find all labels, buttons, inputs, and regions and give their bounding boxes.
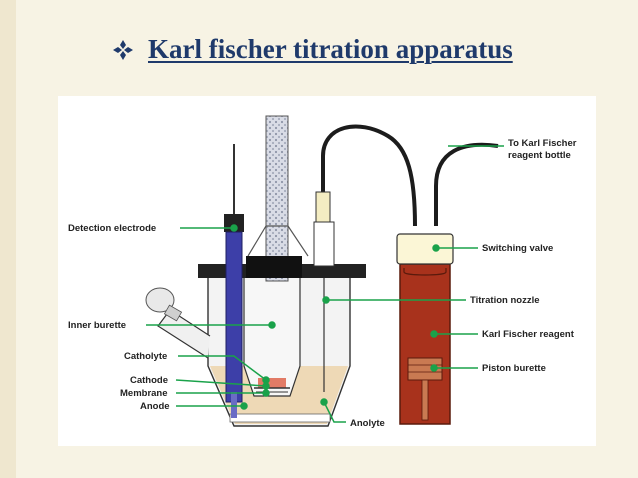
- title-row: Karl fischer titration apparatus: [112, 34, 513, 65]
- label-to-reagent-bottle-1: To Karl Fischer: [508, 138, 577, 149]
- label-catholyte: Catholyte: [124, 351, 167, 362]
- page-title: Karl fischer titration apparatus: [148, 34, 513, 64]
- label-cathode: Cathode: [130, 375, 168, 386]
- inner-burette-tube: [243, 272, 301, 397]
- titration-nozzle-head: [315, 191, 331, 223]
- label-to-reagent-bottle-2: reagent bottle: [508, 150, 571, 161]
- label-anolyte: Anolyte: [350, 418, 385, 429]
- label-piston-burette: Piston burette: [482, 363, 546, 374]
- four-diamond-bullet-icon: [113, 39, 133, 60]
- label-karl-fischer-reagent: Karl Fischer reagent: [482, 329, 575, 340]
- label-anode: Anode: [140, 401, 170, 412]
- label-titration-nozzle: Titration nozzle: [470, 295, 540, 306]
- reagent-tube-1: [321, 124, 417, 227]
- karl-fischer-diagram: To Karl Fischer reagent bottle Detection…: [68, 115, 577, 429]
- apparatus-figure: To Karl Fischer reagent bottle Detection…: [58, 96, 596, 446]
- label-inner-burette: Inner burette: [68, 320, 126, 331]
- detection-electrode-body: [225, 231, 243, 403]
- slide-border: [0, 0, 16, 478]
- label-detection-electrode: Detection electrode: [68, 223, 156, 234]
- reagent-tube-2: [434, 142, 499, 226]
- label-membrane: Membrane: [120, 388, 168, 399]
- side-arm: [157, 309, 211, 359]
- drying-tube: [265, 115, 289, 282]
- switching-valve: [396, 233, 454, 265]
- label-switching-valve: Switching valve: [482, 243, 553, 254]
